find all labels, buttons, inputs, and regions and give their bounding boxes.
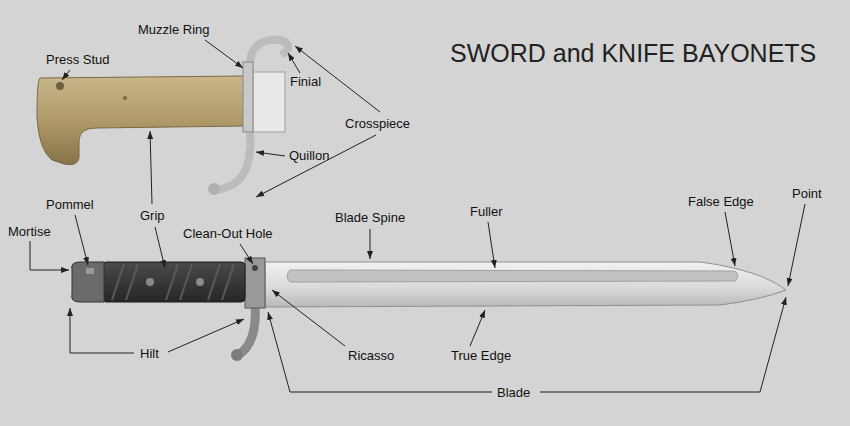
leader-line (75, 215, 88, 265)
leader-line (256, 135, 376, 197)
leader-line (370, 229, 371, 259)
leader-line (488, 222, 495, 268)
press-stud (56, 82, 64, 90)
leader-line (725, 212, 735, 266)
part-label: Clean-Out Hole (183, 226, 273, 241)
rivet (146, 278, 154, 286)
leader-line (30, 241, 69, 270)
fuller (287, 270, 738, 282)
part-label: Blade (497, 385, 530, 400)
part-label: Quillon (289, 148, 329, 163)
leader-line (168, 319, 244, 352)
crossguard (245, 258, 265, 308)
rivet (196, 278, 204, 286)
part-label: Hilt (140, 346, 159, 361)
leader-line (240, 244, 253, 264)
sword-bayonet (37, 40, 288, 195)
part-label: Blade Spine (335, 210, 405, 225)
grip (102, 262, 245, 302)
finial (250, 40, 288, 70)
part-label: Point (792, 186, 822, 201)
leader-lines (30, 40, 805, 392)
leader-line (256, 152, 285, 156)
part-label: Finial (290, 74, 321, 89)
leader-line (788, 204, 805, 286)
part-label: False Edge (688, 194, 754, 209)
grip-ridges (112, 264, 234, 300)
leader-line (62, 70, 70, 80)
press-stud (86, 268, 94, 274)
part-label: Grip (140, 208, 165, 223)
brass-grip (37, 76, 245, 165)
leader-line (470, 310, 485, 346)
quillon (216, 128, 250, 190)
quillon-knob (208, 183, 220, 195)
leader-line (70, 308, 134, 353)
leader-line (272, 290, 345, 346)
part-label: True Edge (451, 348, 511, 363)
blade (265, 262, 786, 307)
leader-line (205, 40, 243, 68)
leader-line (150, 131, 152, 204)
leader-line (288, 53, 300, 73)
knife-bayonet (72, 258, 786, 361)
blade-stub (253, 72, 285, 132)
diagram-title: SWORD and KNIFE BAYONETS (450, 38, 816, 68)
part-label: Crosspiece (345, 116, 410, 131)
leader-line (155, 227, 165, 268)
pommel (72, 262, 104, 302)
part-label: Pommel (46, 197, 94, 212)
part-label: Press Stud (46, 52, 110, 67)
part-label: Ricasso (348, 348, 394, 363)
quillon-knob (231, 349, 243, 361)
part-label: Mortise (8, 224, 51, 239)
clean-out-hole (252, 265, 258, 271)
rivet (123, 96, 127, 100)
part-label: Fuller (470, 204, 503, 219)
muzzle-ring (243, 62, 253, 132)
part-label: Muzzle Ring (138, 22, 210, 37)
quillon (238, 304, 255, 355)
leader-line (540, 297, 786, 392)
